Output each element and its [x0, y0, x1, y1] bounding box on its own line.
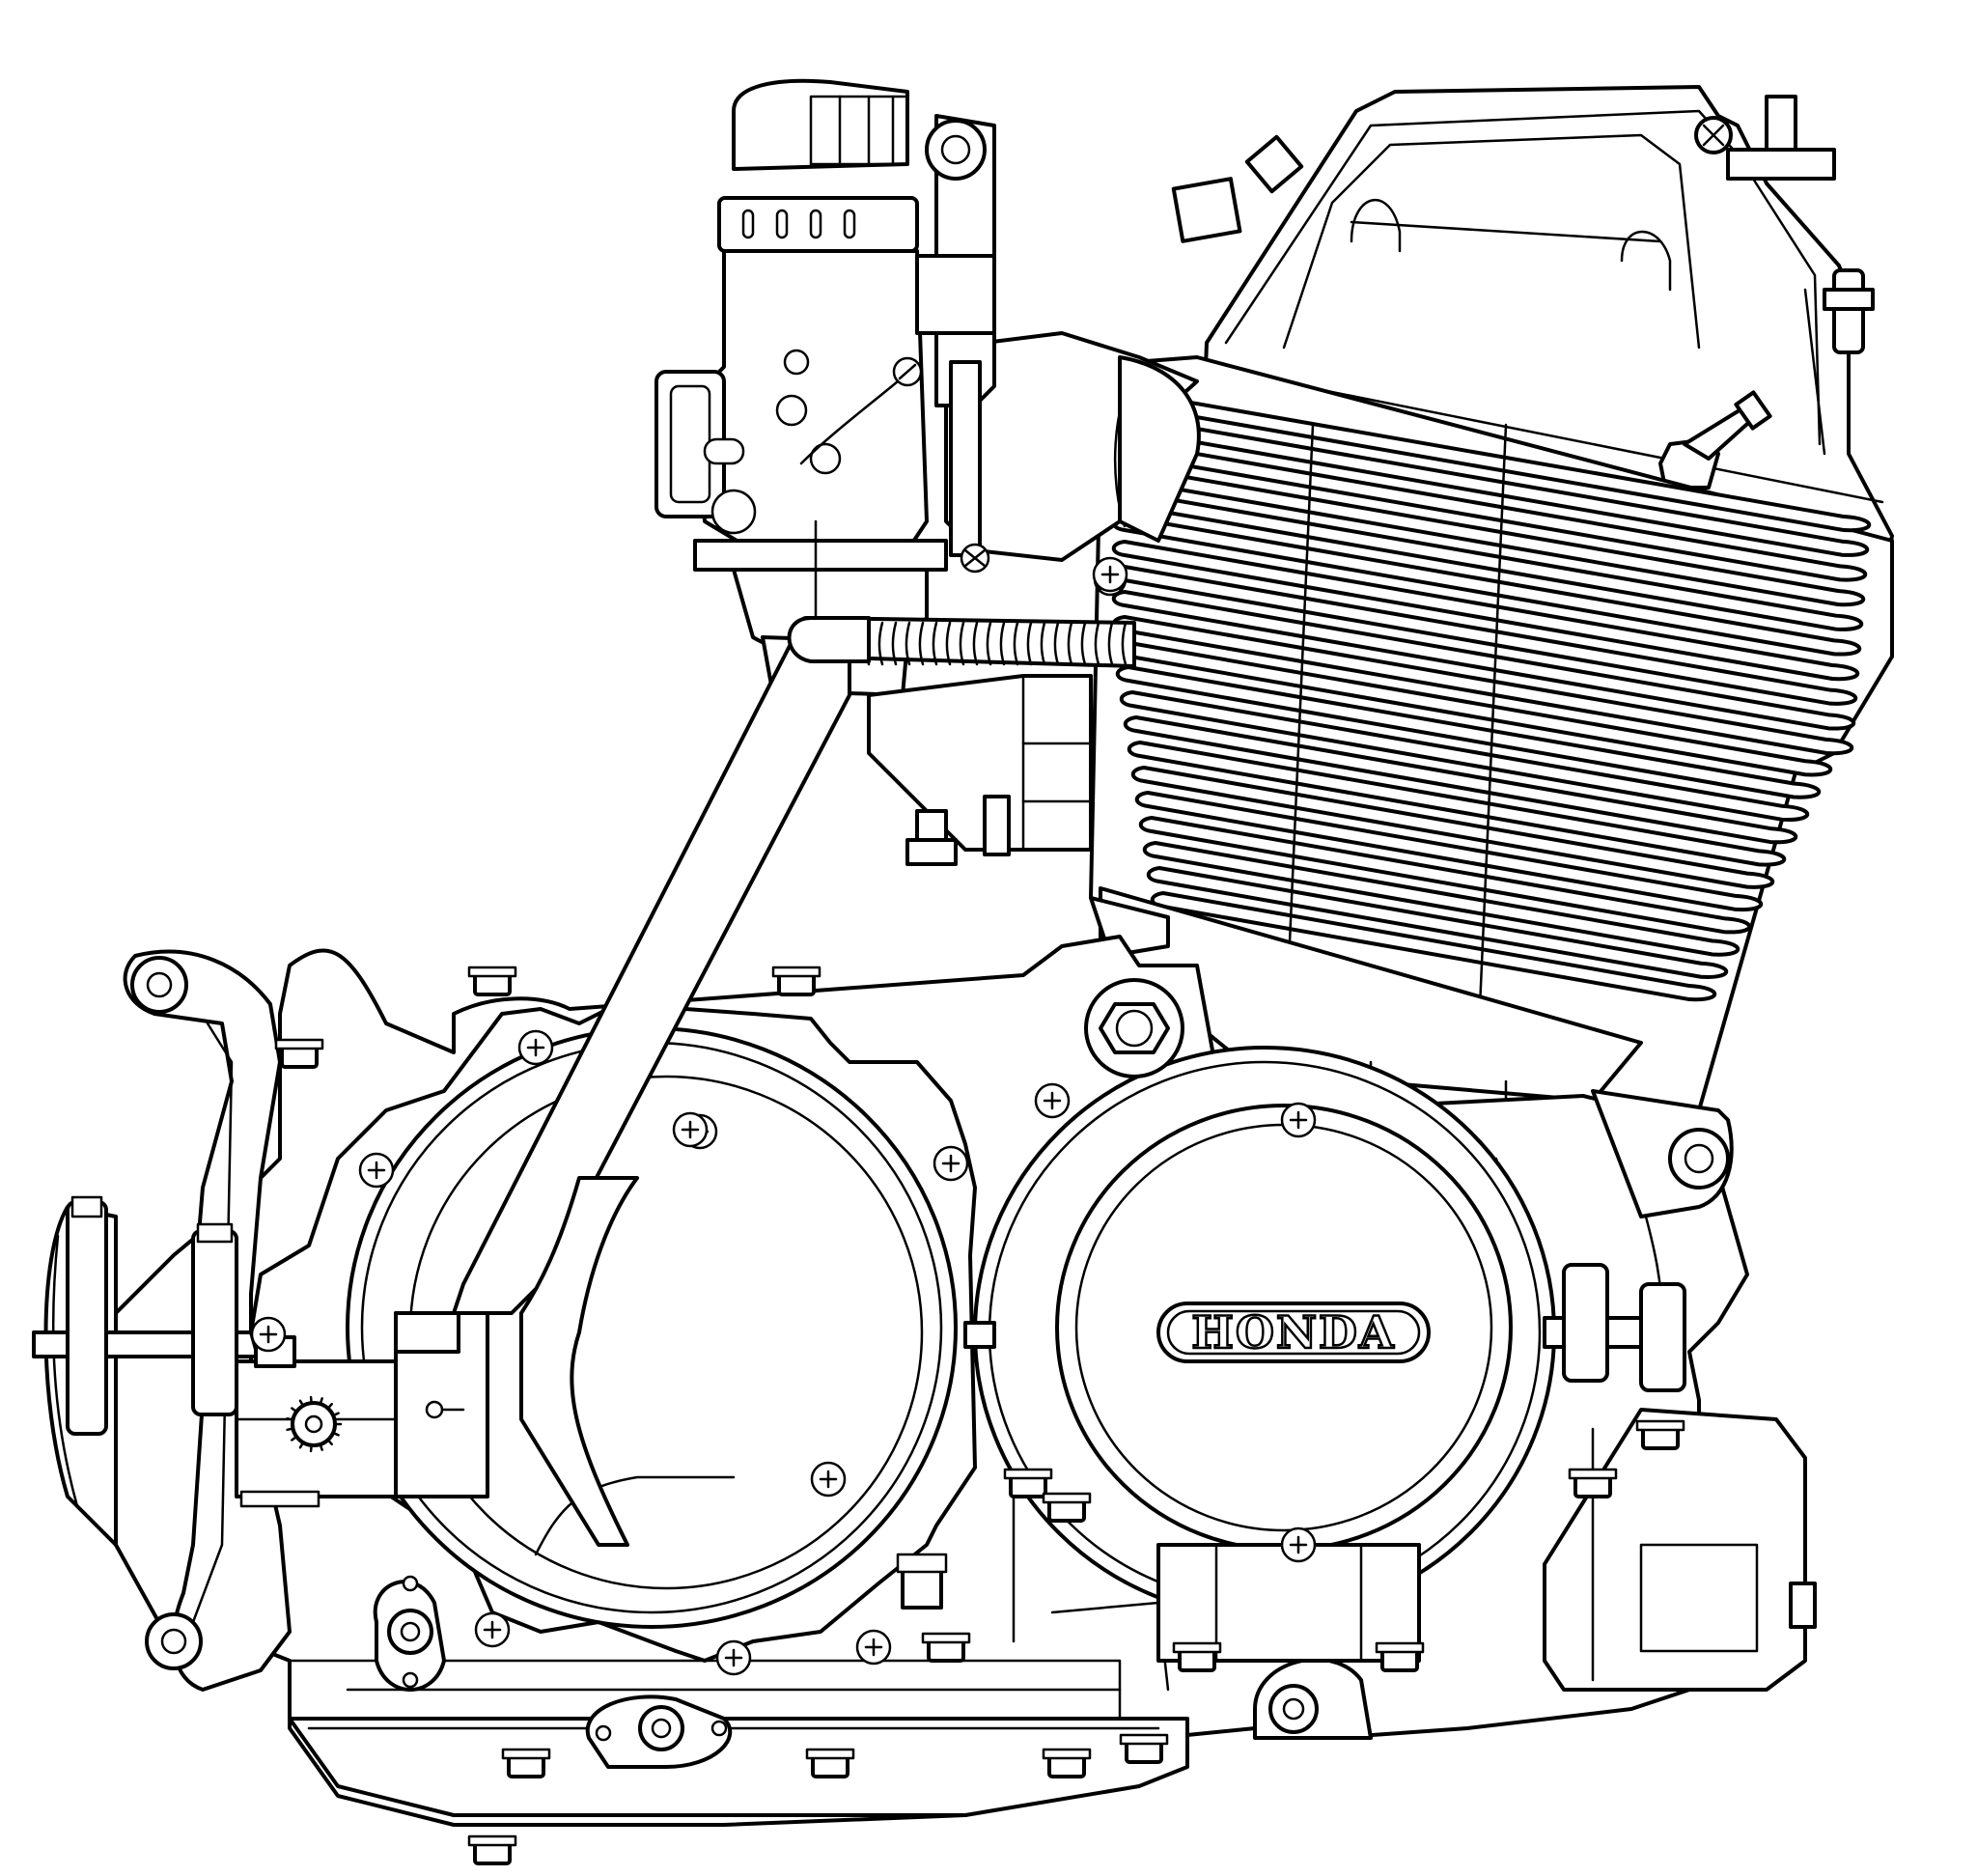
bolt-flange [1042, 1492, 1092, 1504]
cooling-fin [1115, 665, 1822, 799]
hose-rib [1040, 621, 1046, 666]
screw-cross-icon [259, 1325, 278, 1344]
clutch-cover [249, 1002, 977, 1663]
spline-tooth [286, 1416, 294, 1421]
hose-rib [986, 621, 992, 666]
spline-tooth [291, 1407, 298, 1414]
hose-rib [891, 621, 898, 666]
bolt-flange [805, 1748, 855, 1760]
cooling-fins [1111, 389, 1872, 1074]
cooling-fin [1119, 690, 1810, 822]
bolt-flange [467, 1834, 517, 1847]
head-side-fitting [1823, 268, 1875, 354]
cooling-fin [1127, 741, 1787, 867]
screw-cross-icon [1289, 1110, 1308, 1130]
hose-rib [877, 621, 884, 666]
bolt-flange [921, 1632, 971, 1644]
bolt-flange [467, 966, 517, 978]
spline-tooth [331, 1431, 340, 1437]
spline-tooth [331, 1412, 340, 1417]
bolt-flange [1568, 1468, 1618, 1480]
honda-logo-text: HONDA [1191, 1306, 1395, 1358]
cooling-fin [1111, 590, 1856, 731]
cooling-fin [1130, 766, 1775, 889]
hose-rib [905, 621, 911, 666]
cooling-fin [1150, 891, 1717, 1002]
spline-tooth [291, 1435, 298, 1442]
spline-tooth [298, 1399, 305, 1408]
head-bolt-left [1171, 134, 1304, 243]
hose-rib [959, 621, 965, 666]
hose-rib [945, 621, 952, 666]
screw-cross-icon [367, 1161, 386, 1180]
spline-tooth [309, 1443, 313, 1453]
hose-rib [1026, 621, 1033, 666]
screw-cross-icon [526, 1038, 545, 1057]
hose-rib [1053, 621, 1060, 666]
screw-cross-icon [1289, 1535, 1308, 1554]
hose-rib [1013, 621, 1019, 666]
spline-tooth [319, 1397, 323, 1406]
spline-tooth [326, 1402, 333, 1410]
oil-pump-housing [867, 674, 1093, 866]
bolt-flange [1172, 1641, 1222, 1654]
carburetor [654, 78, 1128, 697]
spline-tooth [309, 1395, 313, 1405]
screw-cross-icon [941, 1154, 961, 1173]
bolt-flange [1119, 1733, 1169, 1746]
hex-bolts [274, 966, 1685, 1865]
bolt-flange [501, 1748, 551, 1760]
honda-emblem: HONDA [1156, 1302, 1431, 1363]
hose-rib [1067, 621, 1073, 666]
oil-drain-plates [373, 1553, 948, 1769]
cylinder-drain-nut [1084, 978, 1184, 1078]
bolt-flange [274, 1038, 324, 1050]
screw-cross-icon [1043, 1091, 1062, 1110]
hose-rib [1121, 621, 1128, 666]
bolt-flange [771, 966, 821, 978]
screw-cross-icon [483, 1620, 502, 1639]
bolt-flange [1003, 1468, 1053, 1480]
screw-cross-icon [819, 1470, 838, 1489]
hose-rib [1080, 621, 1087, 666]
screw-cross-icon [864, 1638, 883, 1657]
spline-tooth [326, 1439, 333, 1446]
head-fitting-top-right [1694, 95, 1836, 181]
hose-rib [918, 621, 925, 666]
hose-rib [1107, 621, 1114, 666]
fin-divider [1475, 423, 1508, 1074]
rear-engine-mount [1591, 1089, 1734, 1218]
cover-screws [250, 556, 1317, 1676]
screw-cross-icon [681, 1120, 700, 1139]
cooling-fin [1123, 715, 1798, 845]
spline-tooth [319, 1442, 323, 1451]
shift-lever-clamp [235, 1311, 489, 1508]
cooling-fin [1111, 540, 1860, 682]
hose-rib [972, 621, 979, 666]
horizontal-crank-line-right [963, 1263, 1686, 1392]
spline-tooth [286, 1427, 294, 1432]
horizontal-crank-line [32, 1195, 378, 1436]
hose-rib [1094, 621, 1100, 666]
cooling-fin [1134, 791, 1764, 912]
screw-cross-icon [1100, 565, 1120, 584]
bolt-flange [1635, 1419, 1685, 1432]
bolt-flange [1375, 1641, 1425, 1654]
hose-rib [932, 621, 938, 666]
shift-lever-rod [452, 616, 871, 1547]
bolt-flange [1042, 1748, 1092, 1760]
spline-tooth [298, 1441, 305, 1449]
hose-rib [999, 621, 1006, 666]
screw-cross-icon [724, 1648, 743, 1667]
